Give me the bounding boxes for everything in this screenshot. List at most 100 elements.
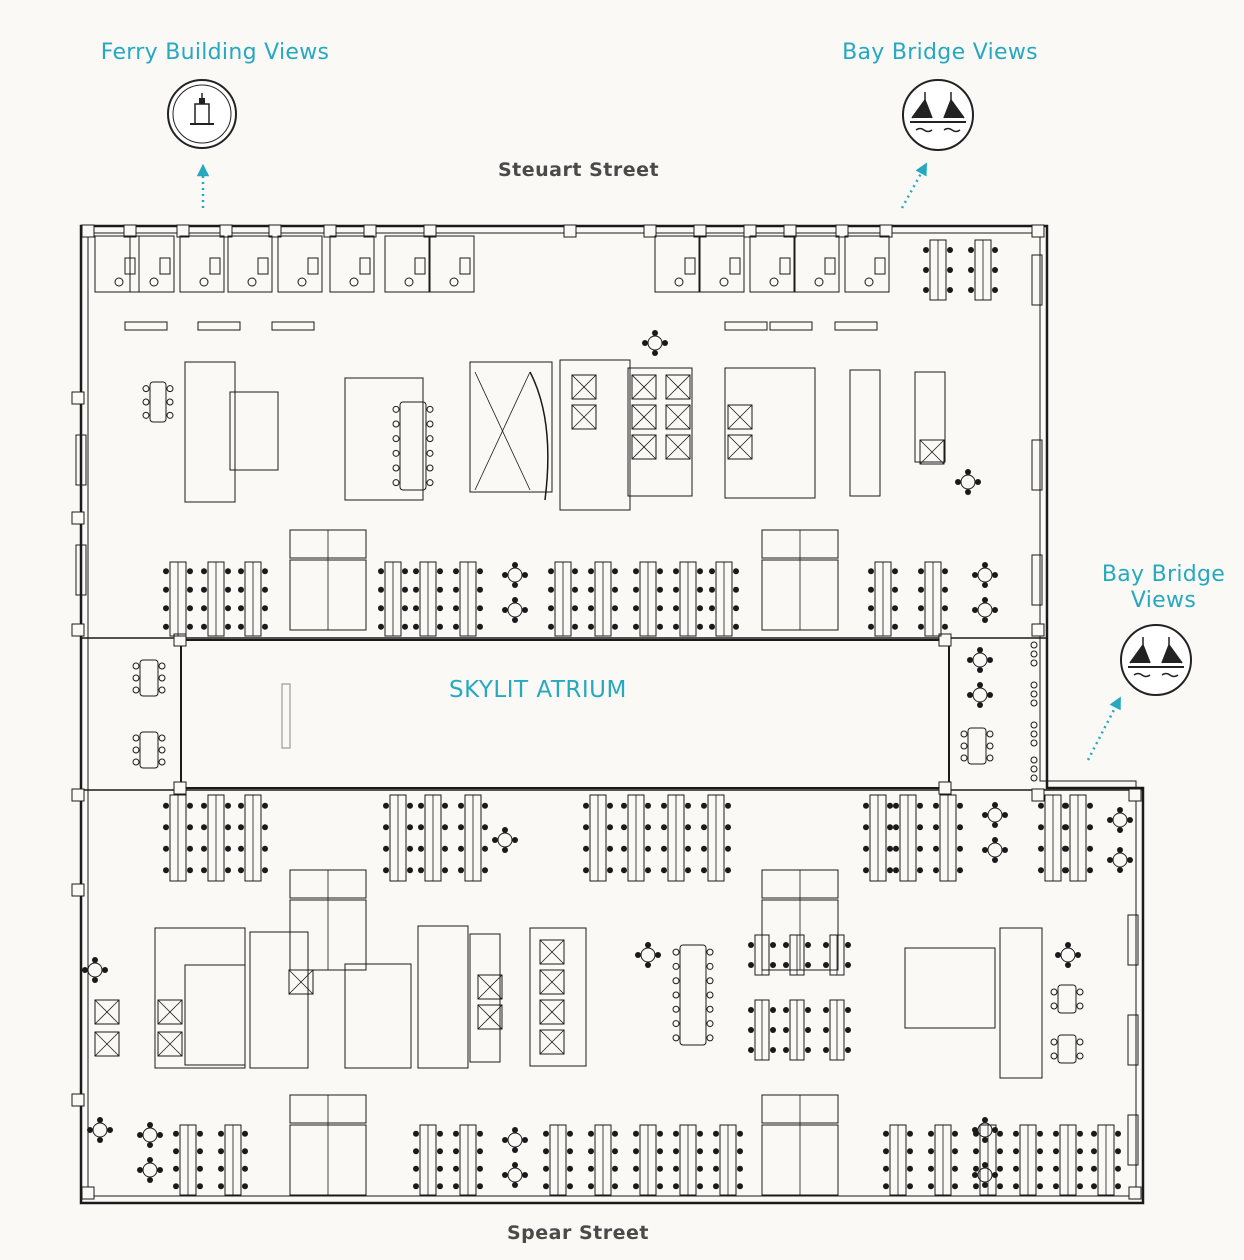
chair bbox=[633, 1165, 639, 1172]
chair bbox=[1030, 721, 1038, 729]
chair bbox=[426, 405, 434, 413]
chair bbox=[868, 586, 874, 593]
chair bbox=[418, 802, 424, 809]
round-table bbox=[1112, 852, 1128, 868]
chair bbox=[147, 1177, 153, 1183]
chair bbox=[1050, 1002, 1058, 1010]
chair bbox=[392, 464, 400, 472]
chair bbox=[1076, 1038, 1084, 1046]
chair bbox=[863, 824, 869, 831]
chair bbox=[583, 824, 589, 831]
elevator-x bbox=[727, 434, 753, 460]
chair bbox=[657, 605, 663, 612]
core-room bbox=[559, 359, 631, 511]
bench bbox=[769, 321, 813, 331]
building-outline bbox=[79, 224, 1145, 1205]
chair bbox=[770, 1027, 776, 1033]
chair bbox=[238, 802, 244, 809]
chair bbox=[1087, 824, 1093, 831]
chair bbox=[805, 1027, 811, 1033]
chair bbox=[199, 277, 209, 287]
chair bbox=[706, 1034, 714, 1042]
office bbox=[794, 235, 840, 293]
elevator bbox=[631, 434, 657, 460]
column bbox=[176, 224, 190, 238]
chair bbox=[383, 845, 389, 852]
elevator bbox=[571, 404, 597, 430]
chair bbox=[725, 867, 731, 874]
chair bbox=[1030, 765, 1038, 773]
bay-bridge-views-right-label-1: Bay Bridge bbox=[1101, 562, 1226, 587]
chair bbox=[201, 568, 207, 575]
chair bbox=[482, 824, 488, 831]
chair bbox=[522, 1172, 528, 1178]
elevator bbox=[571, 374, 597, 400]
column bbox=[1128, 1186, 1142, 1200]
chair bbox=[238, 605, 244, 612]
chair bbox=[770, 942, 776, 948]
chair bbox=[142, 398, 150, 406]
chair bbox=[158, 674, 166, 682]
chair bbox=[868, 568, 874, 575]
chair bbox=[697, 1165, 703, 1172]
chair bbox=[748, 1047, 754, 1053]
chair bbox=[238, 568, 244, 575]
round-table bbox=[960, 474, 976, 490]
chair bbox=[733, 605, 739, 612]
chair bbox=[713, 1165, 719, 1172]
chair bbox=[992, 857, 998, 863]
round-table bbox=[497, 832, 513, 848]
column bbox=[71, 1093, 85, 1107]
column bbox=[938, 781, 952, 795]
chair bbox=[923, 247, 929, 253]
chair bbox=[748, 1027, 754, 1033]
chair bbox=[952, 1183, 958, 1190]
chair bbox=[1127, 857, 1133, 863]
chair bbox=[612, 605, 618, 612]
chair bbox=[107, 1127, 113, 1133]
chair bbox=[706, 991, 714, 999]
elevator-x bbox=[94, 1031, 120, 1057]
chair bbox=[392, 479, 400, 487]
chair bbox=[845, 942, 851, 948]
elevator-x bbox=[288, 969, 314, 995]
chair bbox=[413, 623, 419, 630]
chair bbox=[1117, 807, 1123, 813]
chair bbox=[477, 623, 483, 630]
elevator-x bbox=[571, 404, 597, 430]
chair bbox=[892, 605, 898, 612]
chair bbox=[225, 605, 231, 612]
bench bbox=[124, 321, 168, 331]
round-table bbox=[987, 807, 1003, 823]
chair bbox=[645, 824, 651, 831]
chair bbox=[458, 867, 464, 874]
chair bbox=[158, 746, 166, 754]
chair bbox=[147, 1142, 153, 1148]
chair bbox=[442, 824, 448, 831]
chair bbox=[522, 572, 528, 578]
chair bbox=[1091, 1183, 1097, 1190]
chair bbox=[987, 657, 993, 663]
chair bbox=[588, 586, 594, 593]
chair bbox=[1063, 802, 1069, 809]
office bbox=[94, 235, 140, 293]
chair bbox=[132, 686, 140, 694]
chair bbox=[453, 1130, 459, 1137]
chair bbox=[1117, 867, 1123, 873]
chair bbox=[187, 845, 193, 852]
chair bbox=[713, 1130, 719, 1137]
conference-table bbox=[139, 731, 159, 769]
chair bbox=[672, 977, 680, 985]
column bbox=[1031, 224, 1045, 238]
elevator-x bbox=[477, 1004, 503, 1030]
skylit-atrium-label: SKYLIT ATRIUM bbox=[449, 677, 627, 703]
core-room bbox=[724, 367, 816, 499]
elevator bbox=[665, 374, 691, 400]
chair bbox=[1115, 1165, 1121, 1172]
chair bbox=[1030, 659, 1038, 667]
chair bbox=[543, 1183, 549, 1190]
chair bbox=[458, 845, 464, 852]
elevator-x bbox=[539, 969, 565, 995]
chair bbox=[863, 867, 869, 874]
chair bbox=[992, 837, 998, 843]
